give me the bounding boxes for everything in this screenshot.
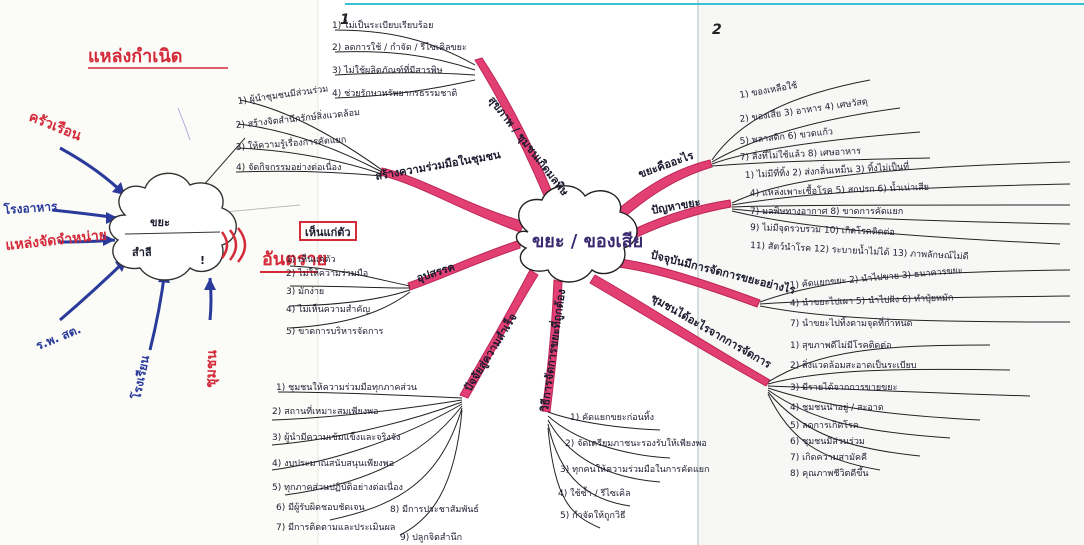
- center-label: ขยะ / ของเสีย: [532, 231, 643, 252]
- source-cloud: [108, 172, 237, 281]
- item-bottom-left-6: 6) มีผู้รับผิดชอบชัดเจน: [276, 502, 365, 513]
- label-community: ชุมชน: [203, 349, 220, 388]
- item-bottom-right-8: 8) คุณภาพชีวิตดีขึ้น: [790, 466, 869, 479]
- branch-left-upper: [379, 167, 526, 233]
- item-bottom-right-2: 2) สิ่งแวดล้อมสะอาดเป็นระเบียบ: [790, 358, 917, 371]
- connector-line-faint: [224, 204, 301, 213]
- arrowhead-2: [106, 212, 118, 224]
- item-top-left-1: 1) ไม่เป็นระเบียบเรียบร้อย: [332, 18, 433, 31]
- item-bottom-right-7: 7) เกิดความสามัคคี: [790, 452, 867, 463]
- item-bottom-left-1: 1) ชุมชนให้ความร่วมมือทุกภาคส่วน: [276, 382, 417, 393]
- item-bottom-right-5: 5) ลดการเกิดโรค: [790, 420, 859, 431]
- branch-right-middle: [611, 199, 732, 249]
- item-left-middle-2: 2) ไม่ให้ความร่วมมือ: [286, 268, 368, 279]
- item-top-left-3: 3) ไม่ใช้ผลิตภัณฑ์ที่มีสารพิษ: [332, 63, 443, 76]
- leaves-bottom-left: 1) ชุมชนให้ความร่วมมือทุกภาคส่วน 2) สถาน…: [271, 382, 479, 543]
- arrowhead-6: [204, 278, 216, 290]
- leaves-top-left: 1) ไม่เป็นระเบียบเรียบร้อย 2) ลดการใช้ /…: [332, 18, 476, 99]
- page-number-right: 2: [712, 22, 722, 38]
- item-left-middle-3: 3) มักง่าย: [286, 287, 324, 297]
- item-bottom-right-4: 4) ชุมชนน่าอยู่ / สะอาด: [790, 403, 884, 413]
- source-title: แหล่งกำเนิด: [88, 46, 182, 67]
- item-bottom-left-9: 9) ปลูกจิตสำนึก: [400, 532, 462, 543]
- branch-bottom-middle: [541, 279, 563, 413]
- item-bottom-left-5: 5) ทุกภาคส่วนปฏิบัติอย่างต่อเนื่อง: [272, 480, 403, 493]
- item-top-left-4: 4) ช่วยรักษาทรัพยากรธรรมชาติ: [332, 88, 457, 99]
- outcome-label: อันตราย: [262, 249, 327, 270]
- arrowhead-1: [112, 182, 125, 195]
- item-bottom-left-3: 3) ผู้นำมีความเข้มแข็งและจริงจัง: [272, 430, 400, 443]
- item-right-middle-4: 9) ไม่มีจุดรวบรวม 10) เกิดโรคติดต่อ: [750, 222, 895, 238]
- item-bottom-right-1: 1) สุขภาพดีไม่มีโรคติดต่อ: [790, 340, 892, 351]
- leaves-bottom-middle: 1) คัดแยกขยะก่อนทิ้ง 2) จัดเตรียมภาชนะรอ…: [547, 410, 709, 529]
- chevron-1: [220, 231, 229, 259]
- branch-left-middle: [407, 239, 521, 291]
- source-cloud-text-2: สำลี: [132, 246, 152, 259]
- chevron-2: [228, 229, 238, 261]
- item-bottom-middle-3: 3) ทุกคนให้ความร่วมมือในการคัดแยก: [560, 464, 709, 475]
- page-number-left: 1: [340, 12, 350, 28]
- source-cloud-text-3: !: [200, 254, 205, 267]
- item-left-middle-1: 1) เห็นแก่ตัว: [286, 252, 335, 265]
- item-bottom-right-6: 6) ชุมชนมีส่วนร่วม: [790, 436, 865, 447]
- item-bottom-middle-2: 2) จัดเตรียมภาชนะรองรับให้เพียงพอ: [565, 438, 707, 449]
- item-left-middle-4: 4) ไม่เห็นความสำคัญ: [286, 302, 370, 315]
- source-cloud-text-1: ขยะ: [150, 216, 170, 229]
- branch-right-lower: [609, 257, 761, 308]
- pencil-scribble: [177, 107, 191, 141]
- item-left-middle-5: 5) ขาดการบริหารจัดการ: [286, 326, 383, 337]
- branch-right-upper: [604, 159, 713, 229]
- box-obstacle: [299, 221, 357, 241]
- chevron-3: [237, 227, 247, 263]
- arrowhead-3: [103, 234, 115, 246]
- branch-bottom-left: [459, 269, 539, 399]
- item-top-left-2: 2) ลดการใช้ / กำจัด / รีไซเคิลขยะ: [332, 42, 467, 53]
- item-bottom-middle-4: 4) ใช้ซ้ำ / รีไซเคิล: [558, 486, 631, 499]
- item-bottom-left-2: 2) สถานที่เหมาะสมเพียงพอ: [272, 404, 378, 417]
- right-sheet: [698, 0, 1084, 545]
- item-right-lower-3: 7) นำขยะไปทิ้งตามจุดที่กำหนด: [790, 316, 913, 329]
- source-cloud-divider: [124, 231, 221, 235]
- item-bottom-middle-5: 5) กำจัดให้ถูกวิธี: [560, 510, 626, 521]
- item-right-middle-3: 7) มลพิษทางอากาศ 8) ขาดการคัดแยก: [750, 206, 903, 217]
- item-bottom-middle-1: 1) คัดแยกขยะก่อนทิ้ง: [570, 410, 654, 423]
- label-canteen: โรงอาหาร: [2, 198, 58, 217]
- branch-bottom-right: [589, 274, 771, 387]
- item-bottom-left-7: 7) มีการติดตามและประเมินผล: [276, 522, 395, 533]
- leaves-bottom-right: 1) สุขภาพดีไม่มีโรคติดต่อ 2) สิ่งแวดล้อม…: [767, 340, 1031, 479]
- item-bottom-right-3: 3) มีรายได้จากการขายขยะ: [790, 382, 898, 393]
- branch-top-left: [474, 57, 561, 216]
- item-bottom-left-4: 4) งบประมาณสนับสนุนเพียงพอ: [272, 458, 394, 469]
- center-cloud: [515, 185, 638, 283]
- leaves-left-middle: เห็นแก่ตัว 1) เห็นแก่ตัว 2) ไม่ให้ความร่…: [286, 221, 411, 337]
- box-obstacle-text: เห็นแก่ตัว: [305, 225, 351, 239]
- item-left-upper-4: 4) จัดกิจกรรมอย่างต่อเนื่อง: [236, 160, 341, 173]
- item-bottom-left-8: 8) มีการประชาสัมพันธ์: [390, 503, 479, 515]
- branches: [379, 57, 771, 413]
